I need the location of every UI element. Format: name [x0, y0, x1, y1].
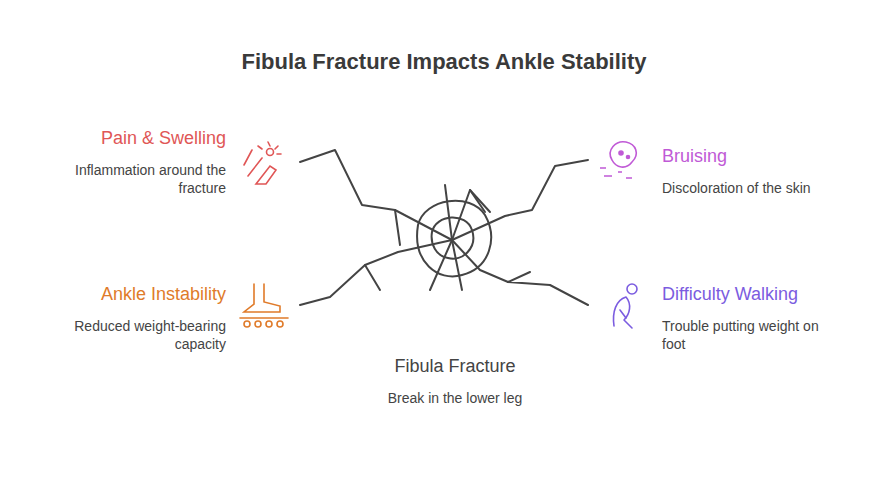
bruise-icon: [600, 142, 636, 178]
diagram-title: Fibula Fracture Impacts Ankle Stability: [0, 48, 888, 76]
item-description: Discoloration of the skin: [662, 179, 842, 197]
item-description: Reduced weight-bearing capacity: [51, 317, 226, 353]
item-description: Inflammation around the fracture: [51, 161, 226, 197]
center-description: Break in the lower leg: [325, 389, 585, 407]
walking-icon: [614, 284, 638, 328]
ankle-icon: [240, 284, 288, 327]
center-heading: Fibula Fracture: [325, 355, 585, 377]
item-description: Trouble putting weight on foot: [662, 317, 842, 353]
pain-icon: [244, 142, 281, 184]
crack-lines: [300, 150, 588, 305]
fracture-rings: [417, 201, 491, 277]
item-heading: Ankle Instability: [6, 283, 226, 305]
item-heading: Bruising: [662, 145, 882, 167]
item-heading: Difficulty Walking: [662, 283, 882, 305]
item-heading: Pain & Swelling: [6, 127, 226, 149]
